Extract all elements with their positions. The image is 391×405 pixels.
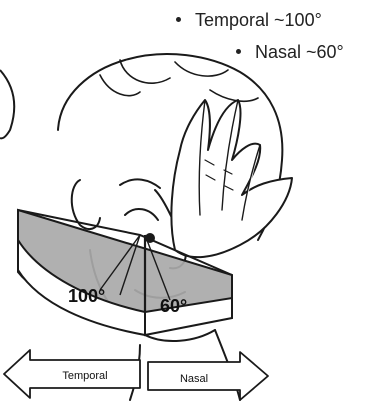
temporal-arrow-label: Temporal bbox=[62, 370, 107, 382]
hair-strokes bbox=[100, 60, 258, 101]
eyebrow bbox=[120, 179, 160, 188]
eye-pupil-icon bbox=[145, 233, 155, 243]
nasal-arrow-label: Nasal bbox=[180, 373, 208, 385]
eye-outline bbox=[125, 209, 158, 220]
nasal-arrow: Nasal bbox=[148, 352, 268, 400]
edge-circle-fragment bbox=[0, 70, 14, 138]
temporal-arrow: Temporal bbox=[4, 350, 140, 398]
temporal-angle-label: 100° bbox=[68, 286, 105, 306]
nasal-angle-label: 60° bbox=[160, 296, 187, 316]
hand-palm bbox=[171, 100, 292, 257]
hand-drawing bbox=[171, 100, 292, 257]
